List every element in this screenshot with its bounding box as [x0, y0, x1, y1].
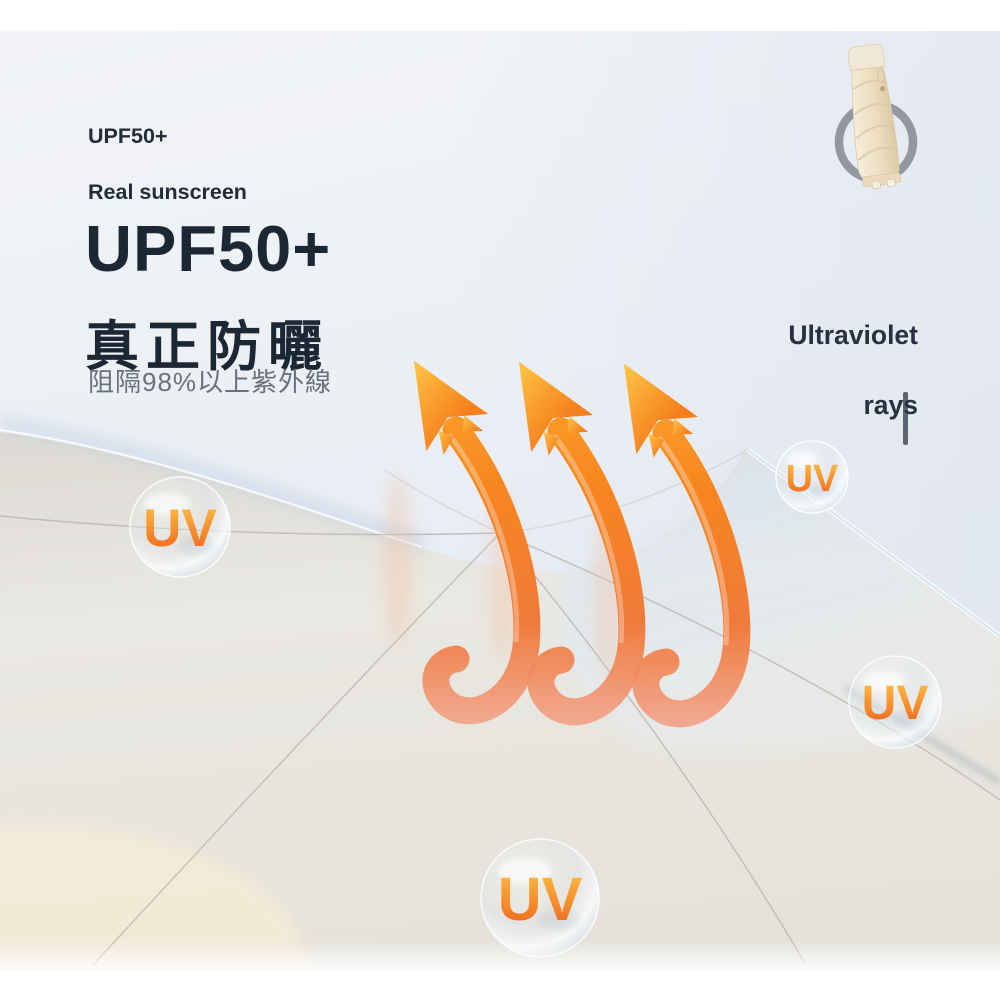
subheadline: 阻隔98%以上紫外線	[88, 367, 333, 397]
uv-bubble: UV	[129, 476, 231, 578]
arrow-reflection	[384, 475, 412, 645]
uv-bubble: UV	[480, 838, 600, 958]
canopy-seam-crest	[499, 451, 745, 534]
uv-bubble-label: UV	[498, 865, 583, 933]
annotation-ultraviolet-rays: Ultraviolet rays	[788, 283, 918, 458]
headline-zh: 真正防曬	[85, 317, 329, 377]
uv-bubble-label: UV	[862, 677, 929, 730]
folded-umbrella-product	[834, 43, 918, 189]
bottom-fade	[0, 940, 1000, 975]
canopy-seam-down-left	[92, 532, 501, 966]
uv-ray-pointer-line	[903, 392, 908, 445]
annotation-line-1: Ultraviolet	[788, 319, 918, 350]
headline-en: UPF50+	[85, 212, 332, 285]
badge-line-1: UPF50+	[88, 123, 168, 148]
canopy-left-edge-line	[0, 429, 423, 548]
uv-bubble: UV	[775, 440, 849, 514]
badge-line-2: Real sunscreen	[88, 179, 247, 204]
canopy-seam-left	[0, 515, 501, 536]
uv-bubble-label: UV	[143, 499, 217, 558]
annotation-line-2: rays	[863, 389, 918, 420]
page-title: UPF50+ 真正防曬	[85, 198, 331, 392]
canopy-seam-right	[499, 532, 1000, 801]
product-badge: UPF50+ Real sunscreen	[88, 95, 247, 235]
uv-bubble: UV	[848, 655, 942, 749]
canopy-left-edge-shade	[0, 417, 428, 551]
top-white-band	[0, 0, 1000, 31]
bottom-white-band	[0, 973, 1000, 1000]
uv-bubble-label: UV	[786, 458, 839, 500]
canopy-seam-down-right	[499, 532, 807, 966]
folded-umbrella-icon	[847, 43, 902, 189]
